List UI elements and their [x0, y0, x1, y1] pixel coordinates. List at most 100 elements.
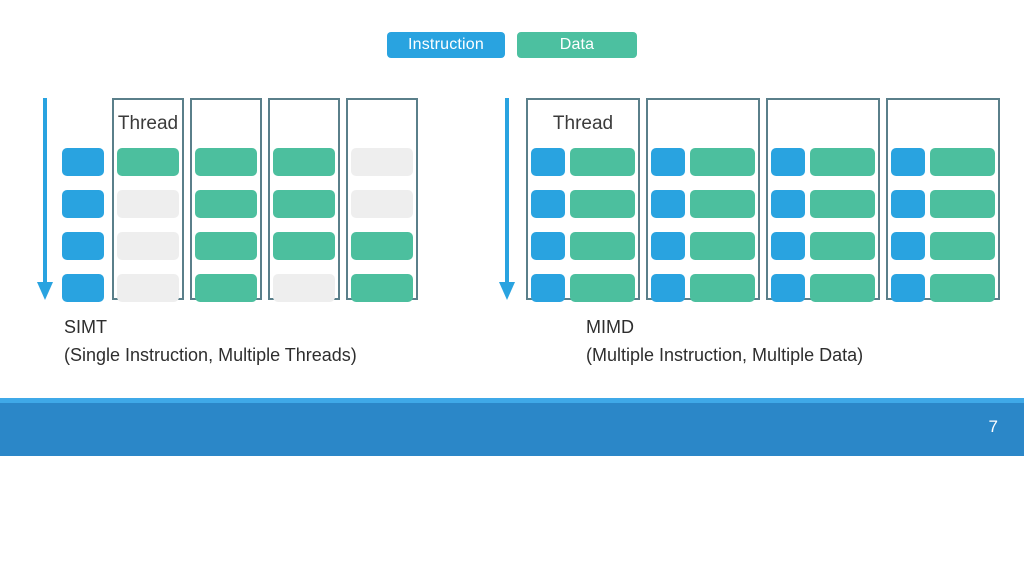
thread-row: [351, 232, 413, 260]
thread-row: [351, 148, 413, 176]
legend: Instruction Data: [0, 32, 1024, 58]
instruction-block: [62, 190, 104, 218]
panel-mimd: Thread: [496, 98, 1000, 302]
data-block: [930, 148, 995, 176]
thread-row: [651, 148, 755, 176]
thread-label: [768, 100, 878, 148]
thread-row: [273, 148, 335, 176]
thread-rows: [348, 148, 416, 302]
data-block: [690, 274, 755, 302]
thread-rows: [648, 148, 758, 302]
empty-block: [117, 274, 179, 302]
data-block: [690, 232, 755, 260]
mimd-thread-boxes: Thread: [526, 98, 1000, 302]
thread-row: [531, 274, 635, 302]
thread-row: [531, 148, 635, 176]
data-block: [351, 274, 413, 302]
empty-block: [273, 274, 335, 302]
thread-column: Thread: [526, 98, 640, 302]
simt-thread-boxes: Thread: [112, 98, 418, 302]
thread-row: [273, 190, 335, 218]
empty-block: [117, 232, 179, 260]
instruction-block: [531, 274, 565, 302]
data-block: [570, 274, 635, 302]
page-number: 7: [988, 417, 998, 436]
instruction-block: [771, 232, 805, 260]
thread-label: [270, 100, 338, 148]
data-block: [117, 148, 179, 176]
instruction-block: [891, 232, 925, 260]
thread-row: [195, 190, 257, 218]
data-block: [930, 274, 995, 302]
thread-row: [651, 232, 755, 260]
caption-mimd: MIMD (Multiple Instruction, Multiple Dat…: [586, 313, 863, 369]
data-block: [195, 274, 257, 302]
simt-shared-instruction-cell: [62, 190, 104, 218]
instruction-block: [771, 148, 805, 176]
data-block: [351, 232, 413, 260]
caption-simt-title: SIMT: [64, 317, 107, 337]
thread-row: [117, 232, 179, 260]
instruction-block: [891, 148, 925, 176]
instruction-block: [62, 274, 104, 302]
thread-row: [351, 190, 413, 218]
thread-row: [651, 190, 755, 218]
thread-row: [891, 232, 995, 260]
thread-row: [195, 148, 257, 176]
simt-shared-instruction-cell: [62, 232, 104, 260]
data-block: [930, 190, 995, 218]
arrow-shaft: [43, 98, 47, 284]
thread-column: [646, 98, 760, 302]
thread-row: [651, 274, 755, 302]
thread-rows: [192, 148, 260, 302]
thread-row: [771, 232, 875, 260]
thread-row: [117, 274, 179, 302]
thread-row: [117, 148, 179, 176]
data-block: [930, 232, 995, 260]
data-block: [690, 190, 755, 218]
data-block: [810, 274, 875, 302]
data-block: [273, 148, 335, 176]
data-block: [810, 232, 875, 260]
data-block: [195, 232, 257, 260]
arrow-head: [499, 282, 515, 300]
data-block: [273, 232, 335, 260]
thread-column: [346, 98, 418, 302]
instruction-block: [62, 148, 104, 176]
empty-block: [351, 148, 413, 176]
thread-row: [891, 148, 995, 176]
thread-row: [195, 232, 257, 260]
instruction-block: [771, 274, 805, 302]
thread-column: [190, 98, 262, 302]
thread-row: [891, 274, 995, 302]
instruction-block: [651, 232, 685, 260]
instruction-block: [651, 274, 685, 302]
instruction-block: [651, 190, 685, 218]
empty-block: [117, 190, 179, 218]
legend-chip-data: Data: [517, 32, 637, 58]
thread-rows: [528, 148, 638, 302]
caption-simt: SIMT (Single Instruction, Multiple Threa…: [64, 313, 357, 369]
instruction-block: [651, 148, 685, 176]
data-block: [273, 190, 335, 218]
data-block: [690, 148, 755, 176]
thread-row: [117, 190, 179, 218]
instruction-block: [531, 232, 565, 260]
thread-label: [888, 100, 998, 148]
thread-label: [348, 100, 416, 148]
thread-label: Thread: [117, 113, 179, 134]
instruction-block: [891, 274, 925, 302]
footer-accent-strip: [0, 398, 1024, 403]
thread-rows: [768, 148, 878, 302]
thread-label: [648, 100, 758, 148]
footer-bar: 7: [0, 398, 1024, 456]
thread-label: [192, 100, 260, 148]
data-block: [570, 148, 635, 176]
thread-row: [771, 190, 875, 218]
data-block: [570, 232, 635, 260]
thread-row: [273, 274, 335, 302]
thread-row: [771, 148, 875, 176]
caption-mimd-subtitle: (Multiple Instruction, Multiple Data): [586, 345, 864, 365]
thread-row: [273, 232, 335, 260]
data-block: [195, 148, 257, 176]
